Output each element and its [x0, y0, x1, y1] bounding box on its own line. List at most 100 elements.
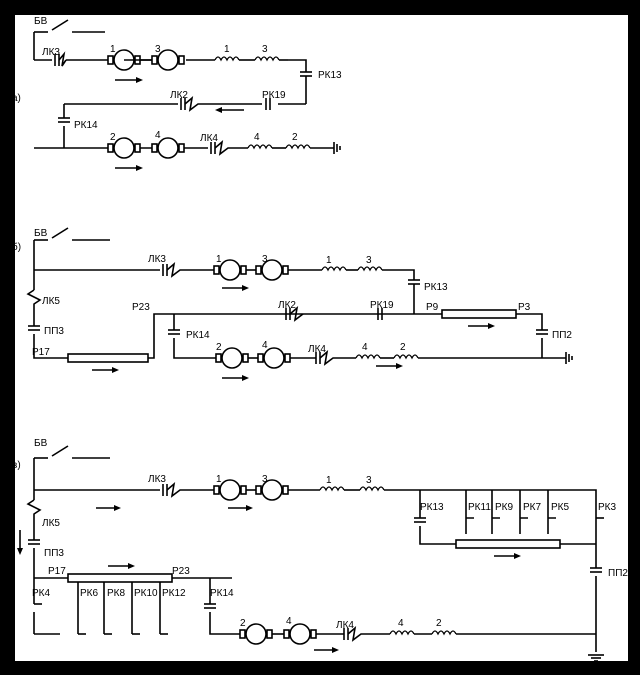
contact-label-rk14-b: РК14: [186, 330, 210, 341]
contact-label-pp3-c: ПП3: [44, 548, 64, 559]
contact-label-rk9-c: РК9: [495, 502, 513, 513]
field-winding-1-b: [321, 266, 347, 272]
arrow-b-bottom: [222, 363, 403, 381]
wire-top-a: [34, 59, 307, 72]
contact-rk8-c: [103, 606, 112, 635]
ground-symbol-a: [333, 142, 341, 154]
resistor-p17-p23-c: [67, 573, 173, 583]
arrow-b-right: [468, 323, 495, 329]
contactor-lk2-a: [180, 95, 202, 112]
contact-pp3-b: [28, 325, 40, 331]
contactor-lk3-b: [162, 261, 182, 278]
arrows-c-top: [96, 505, 253, 511]
arrows-c-bottom: [314, 647, 339, 653]
contact-label-rk3-c: РК3: [598, 502, 616, 513]
wire-rk14-b: [173, 314, 216, 359]
arrow-b-top: [222, 285, 249, 291]
contact-label-rk14-a: РК14: [74, 120, 98, 131]
contact-label-rk10-c: РК10: [134, 588, 158, 599]
wire-pp2-b: [516, 313, 543, 358]
contactor-lk3-c: [162, 481, 182, 498]
contact-label-rk5-c: РК5: [551, 502, 569, 513]
contactor-label-lk3-c: ЛК3: [148, 474, 166, 485]
arrow-a-bottom: [115, 165, 143, 171]
breaker-label-b: БВ: [34, 228, 48, 239]
wire-left-b: [26, 289, 68, 359]
motor-label-1-a: 1: [110, 44, 116, 55]
wire-left-c: [26, 499, 42, 578]
winding-label-2-c: 2: [436, 618, 442, 629]
contactor-lk4-c: [343, 625, 390, 642]
motor-3-c: [255, 479, 289, 501]
contact-rk4-c: [34, 603, 60, 635]
contact-rk13-a: [300, 71, 312, 104]
field-winding-3-c: [359, 486, 385, 492]
contact-rk19-a: [265, 98, 271, 110]
motor-3-a: [151, 49, 185, 71]
section-c: в) БВ ЛК3 1 3 1 3: [12, 438, 628, 662]
contact-label-rk13-a: РК13: [318, 70, 342, 81]
breaker-switch-a: [33, 19, 105, 60]
contactor-label-lk3-a: ЛК3: [42, 47, 60, 58]
breaker-label-c: БВ: [34, 438, 48, 449]
wire-top-b: [34, 269, 415, 280]
winding-label-4-c: 4: [398, 618, 404, 629]
field-winding-3-a: [254, 56, 280, 62]
contact-pp2-b: [536, 329, 548, 335]
contact-label-rk13-c: РК13: [420, 502, 444, 513]
contact-label-pp2-c: ПП2: [608, 568, 628, 579]
arrow-c-right: [494, 553, 521, 559]
contact-rk19-b: [377, 308, 383, 320]
contact-label-rk14-c: РК14: [210, 588, 234, 599]
arrow-a-top: [115, 77, 143, 83]
motor-label-1-b: 1: [216, 254, 222, 265]
winding-label-1-b: 1: [326, 255, 332, 266]
diagram-panel: [15, 15, 628, 661]
wire-rheostat-left-c: [33, 578, 240, 635]
arrow-c-resistor: [108, 563, 135, 569]
contact-label-rk11-c: РК11: [468, 502, 491, 513]
winding-label-4-a: 4: [254, 132, 260, 143]
resistor-label-p3-b: Р3: [518, 302, 531, 313]
winding-label-3-b: 3: [366, 255, 372, 266]
contact-label-rk19-b: РК19: [370, 300, 394, 311]
motor-label-1-c: 1: [216, 474, 222, 485]
wire-rheostat-right-c: [419, 490, 549, 545]
contact-rk14-b: [168, 329, 180, 335]
motor-label-2-a: 2: [110, 132, 116, 143]
winding-label-2-a: 2: [292, 132, 298, 143]
contact-label-rk13-b: РК13: [424, 282, 448, 293]
motor-1-a: [107, 49, 141, 71]
section-b-label: б): [12, 241, 21, 253]
contactor-lk4-a: [210, 139, 232, 156]
winding-label-3-a: 3: [262, 44, 268, 55]
contactor-label-lk4-b: ЛК4: [308, 344, 326, 355]
arrow-c-left-down: [17, 530, 23, 555]
contact-rk14-c: [204, 603, 216, 609]
contact-label-pp3-b: ПП3: [44, 326, 64, 337]
contactor-lk2-b: [285, 305, 304, 322]
contactor-label-lk5-b: ЛК5: [42, 296, 60, 307]
contact-label-rk8-c: РК8: [107, 588, 125, 599]
resistor-label-p23-c: Р23: [172, 566, 190, 577]
contactor-label-lk3-b: ЛК3: [148, 254, 166, 265]
section-a: а) БВ ЛК3 1 3 1 3: [12, 16, 342, 171]
resistor-label-p17-c: Р17: [48, 566, 66, 577]
contact-rk14-a: [58, 117, 70, 123]
contact-pp3-c: [28, 539, 40, 545]
contact-label-pp2-b: ПП2: [552, 330, 572, 341]
winding-label-4-b: 4: [362, 342, 368, 353]
winding-label-2-b: 2: [400, 342, 406, 353]
breaker-label-a: БВ: [34, 16, 48, 27]
arrow-b-left: [92, 367, 119, 373]
field-winding-4-a: [247, 144, 273, 150]
contactor-label-lk2-b: ЛК2: [278, 300, 296, 311]
breaker-switch-b: [33, 227, 110, 290]
ground-symbol-b: [565, 352, 573, 364]
contactor-label-lk4-a: ЛК4: [200, 133, 218, 144]
winding-label-3-c: 3: [366, 475, 372, 486]
motor-4-a: [151, 137, 185, 159]
motor-label-2-b: 2: [216, 342, 222, 353]
contactor-label-lk4-c: ЛК4: [336, 620, 354, 631]
